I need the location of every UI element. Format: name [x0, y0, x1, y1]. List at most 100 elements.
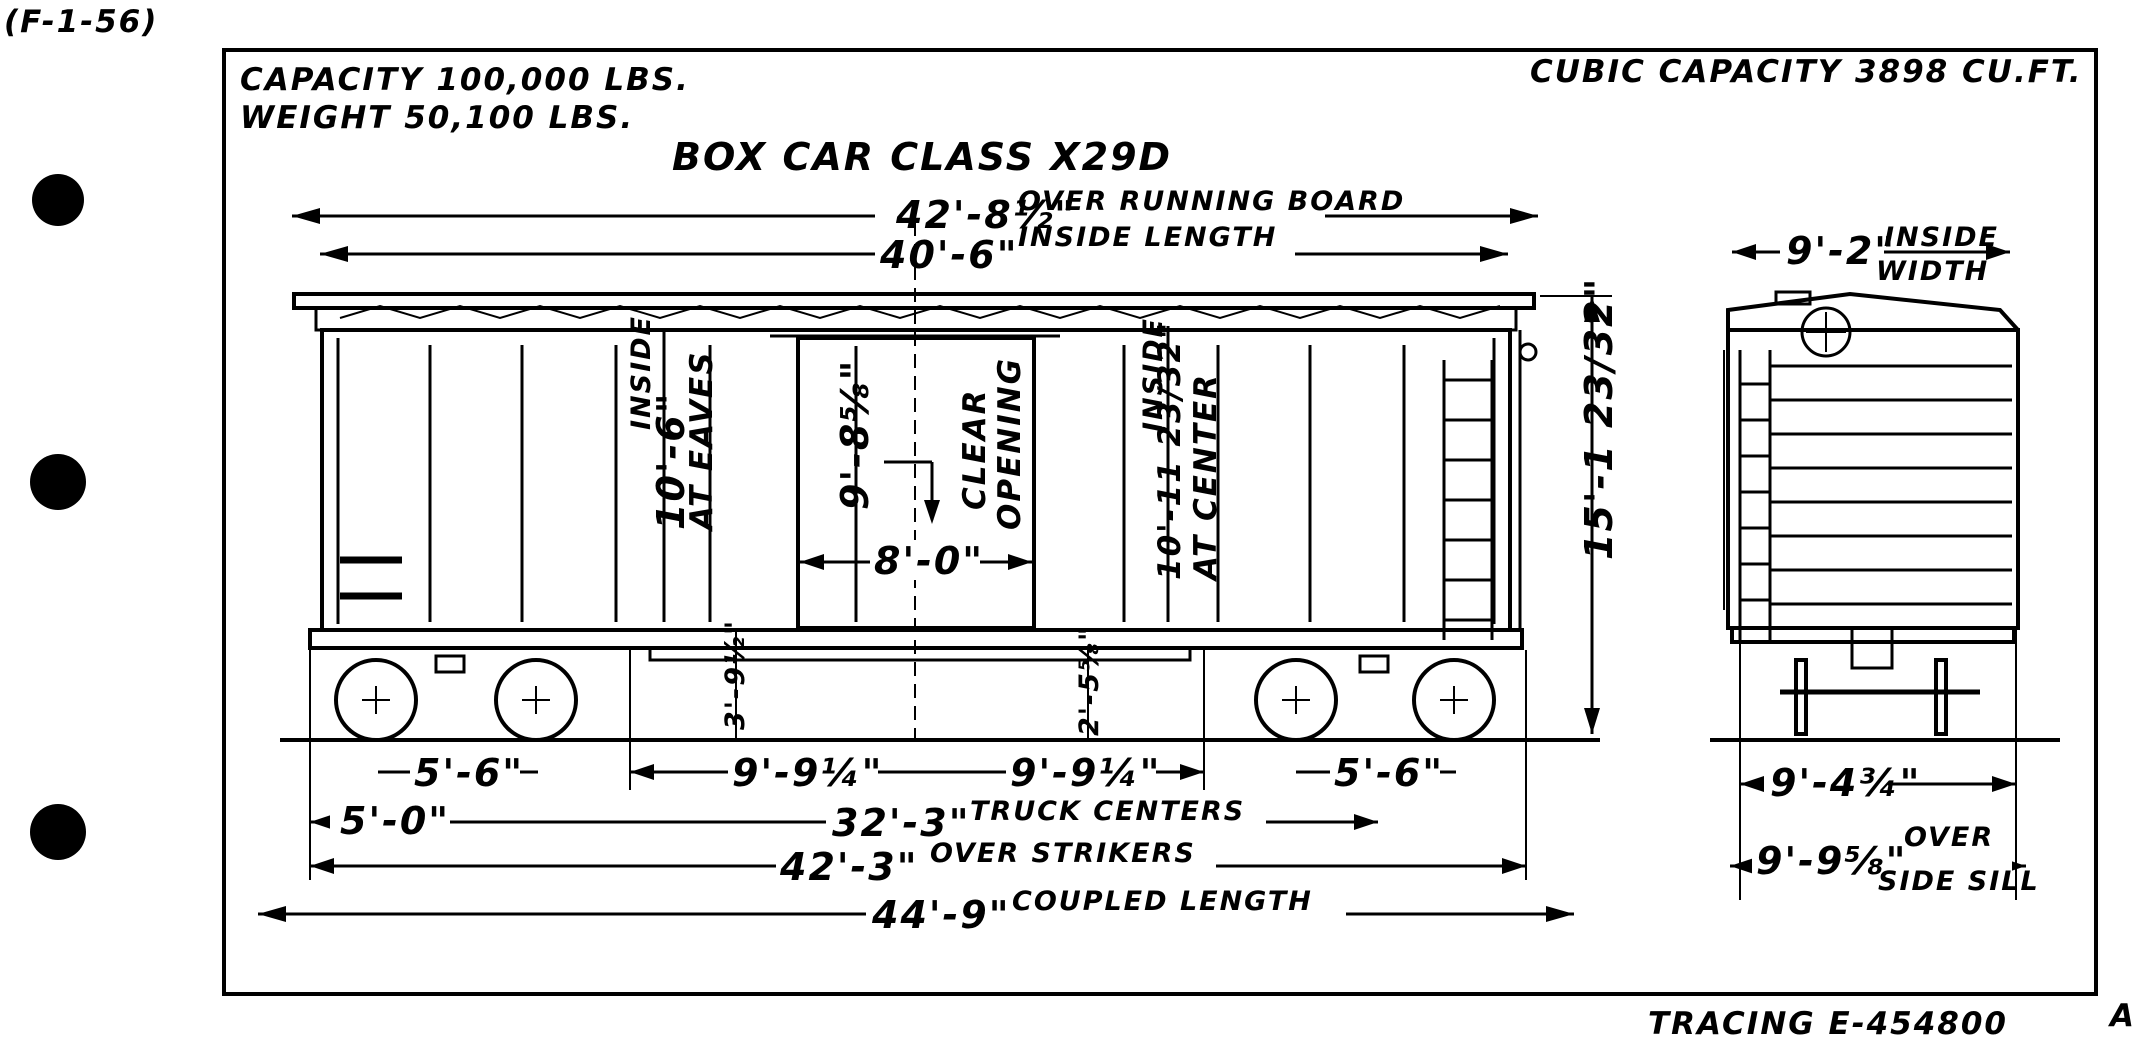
label-mask [870, 540, 980, 580]
end-view: 9'-2" INSIDE WIDTH [1710, 222, 2060, 900]
label-mask [875, 186, 1325, 236]
truck-bolster [1358, 654, 1390, 674]
sill-right-dim: 2'-5⅝" [1074, 625, 1105, 736]
label-mask [330, 800, 450, 840]
arrowhead [1584, 296, 1600, 322]
arrowhead [924, 500, 940, 524]
label-mask [1764, 760, 1888, 804]
coupled-length-dim: 44'-9" [871, 893, 1011, 937]
side-sill-dim: 9'-9⅝" [1756, 839, 1907, 883]
end-wheel [1794, 658, 1808, 736]
drawing-title: BOX CAR CLASS X29D [672, 135, 1172, 179]
coupled-length-label: COUPLED LENGTH [1012, 886, 1313, 917]
label-mask [410, 752, 520, 792]
inside-width-label-2: WIDTH [1876, 256, 1989, 287]
arrowhead [1510, 208, 1538, 224]
roof-walk-end [1774, 290, 1812, 306]
truck-centers-dim: 32'-3" [832, 801, 971, 845]
punch-hole [30, 804, 86, 860]
label-mask [776, 842, 1216, 886]
end-corrugations [1770, 364, 2012, 606]
cubic-capacity-text: CUBIC CAPACITY 3898 CU.FT. [1530, 54, 2083, 90]
end-sill [1730, 626, 2016, 644]
label-mask [1780, 230, 1884, 270]
arrowhead [310, 814, 334, 830]
corner-reference: (F-1-56) [4, 4, 158, 40]
running-board-dim: 42'-8½" [895, 193, 1076, 237]
capacity-text: CAPACITY 100,000 LBS. [240, 62, 690, 98]
side-posts [428, 345, 1406, 622]
weight-text: WEIGHT 50,100 LBS. [240, 100, 634, 136]
half-left-dim: 9'-9¼" [732, 751, 883, 795]
arrowhead [1480, 246, 1508, 262]
inside-width-label-1: INSIDE [1884, 222, 1999, 253]
side-sill-label-1: OVER [1904, 822, 1994, 853]
tracing-number: TRACING E-454800 [1648, 1006, 2008, 1042]
arrowhead [1992, 776, 2016, 792]
center-label-2: AT CENTER [1188, 373, 1224, 583]
label-mask [1330, 752, 1440, 792]
roof-seams [339, 304, 1501, 320]
label-mask [1752, 830, 2012, 886]
wheelbase-left-dim: 5'-6" [414, 751, 524, 795]
label-mask [1006, 748, 1156, 792]
arrowhead [1502, 858, 1526, 874]
arrowhead [1354, 814, 1378, 830]
door-height-dim: 9'-8⅝" [833, 359, 877, 510]
inside-width-dim: 9'-2" [1786, 229, 1896, 273]
end-wheel [1934, 658, 1948, 736]
inside-length-dim: 40'-6" [879, 233, 1019, 277]
coupler [1850, 626, 1894, 670]
arrowhead [1546, 906, 1574, 922]
door-width-dim: 8'-0" [874, 539, 984, 583]
half-right-dim: 9'-9¼" [1010, 751, 1161, 795]
center-dim: 10'-11 23/32" [1152, 321, 1188, 580]
brake-wheel [1518, 342, 1538, 362]
truck-centers-label: TRUCK CENTERS [970, 796, 1245, 827]
arrowhead [800, 554, 824, 570]
eaves-dim: 10'-6" [649, 391, 693, 530]
end-view-ladder [1738, 350, 1772, 640]
truck-bolster [434, 654, 466, 674]
arrowhead [310, 858, 334, 874]
end-brake-wheel [1800, 306, 1852, 358]
running-board-label: OVER RUNNING BOARD [1018, 186, 1405, 217]
end-roof [1726, 291, 2020, 332]
side-view: 42'-8½" OVER RUNNING BOARD 40'-6" INSIDE… [258, 186, 1621, 937]
strikers-label: OVER STRIKERS [930, 838, 1196, 869]
punch-hole [32, 174, 84, 226]
arrowhead [320, 246, 348, 262]
arrowhead [1584, 708, 1600, 734]
sheet-letter: A [2107, 998, 2136, 1034]
wheelbase-right-dim: 5'-6" [1334, 751, 1444, 795]
arrowhead [1740, 776, 1764, 792]
arrowhead [292, 208, 320, 224]
height-dim: 15'-1 23/32" [1577, 277, 1621, 560]
arrowhead [258, 906, 286, 922]
eaves-label-2: AT EAVES [684, 350, 720, 533]
label-mask [875, 232, 1295, 274]
strikers-dim: 42'-3" [779, 845, 919, 889]
arrowhead [1730, 858, 1754, 874]
label-mask [866, 890, 1346, 934]
arrowhead [1732, 244, 1756, 260]
punch-holes [30, 174, 86, 860]
inside-length-label: INSIDE LENGTH [1018, 222, 1277, 253]
eaves-label-1: INSIDE [626, 315, 657, 430]
end-overhang-dim: 5'-0" [340, 799, 450, 843]
label-mask [826, 798, 1266, 842]
arrowhead [1008, 554, 1032, 570]
punch-hole [30, 454, 86, 510]
arrowhead [630, 764, 654, 780]
center-sill [648, 646, 1192, 662]
truck-width-dim: 9'-4¾" [1770, 761, 1921, 805]
side-sill-label-2: SIDE SILL [1878, 866, 2040, 897]
center-label-1: INSIDE [1138, 317, 1169, 432]
clear-label-1: CLEAR [957, 388, 993, 510]
clear-label-2: OPENING [992, 357, 1028, 530]
drawing-border [222, 48, 2098, 996]
arrowhead [1180, 764, 1204, 780]
end-ladder [1442, 360, 1494, 640]
arrowhead [1986, 244, 2010, 260]
